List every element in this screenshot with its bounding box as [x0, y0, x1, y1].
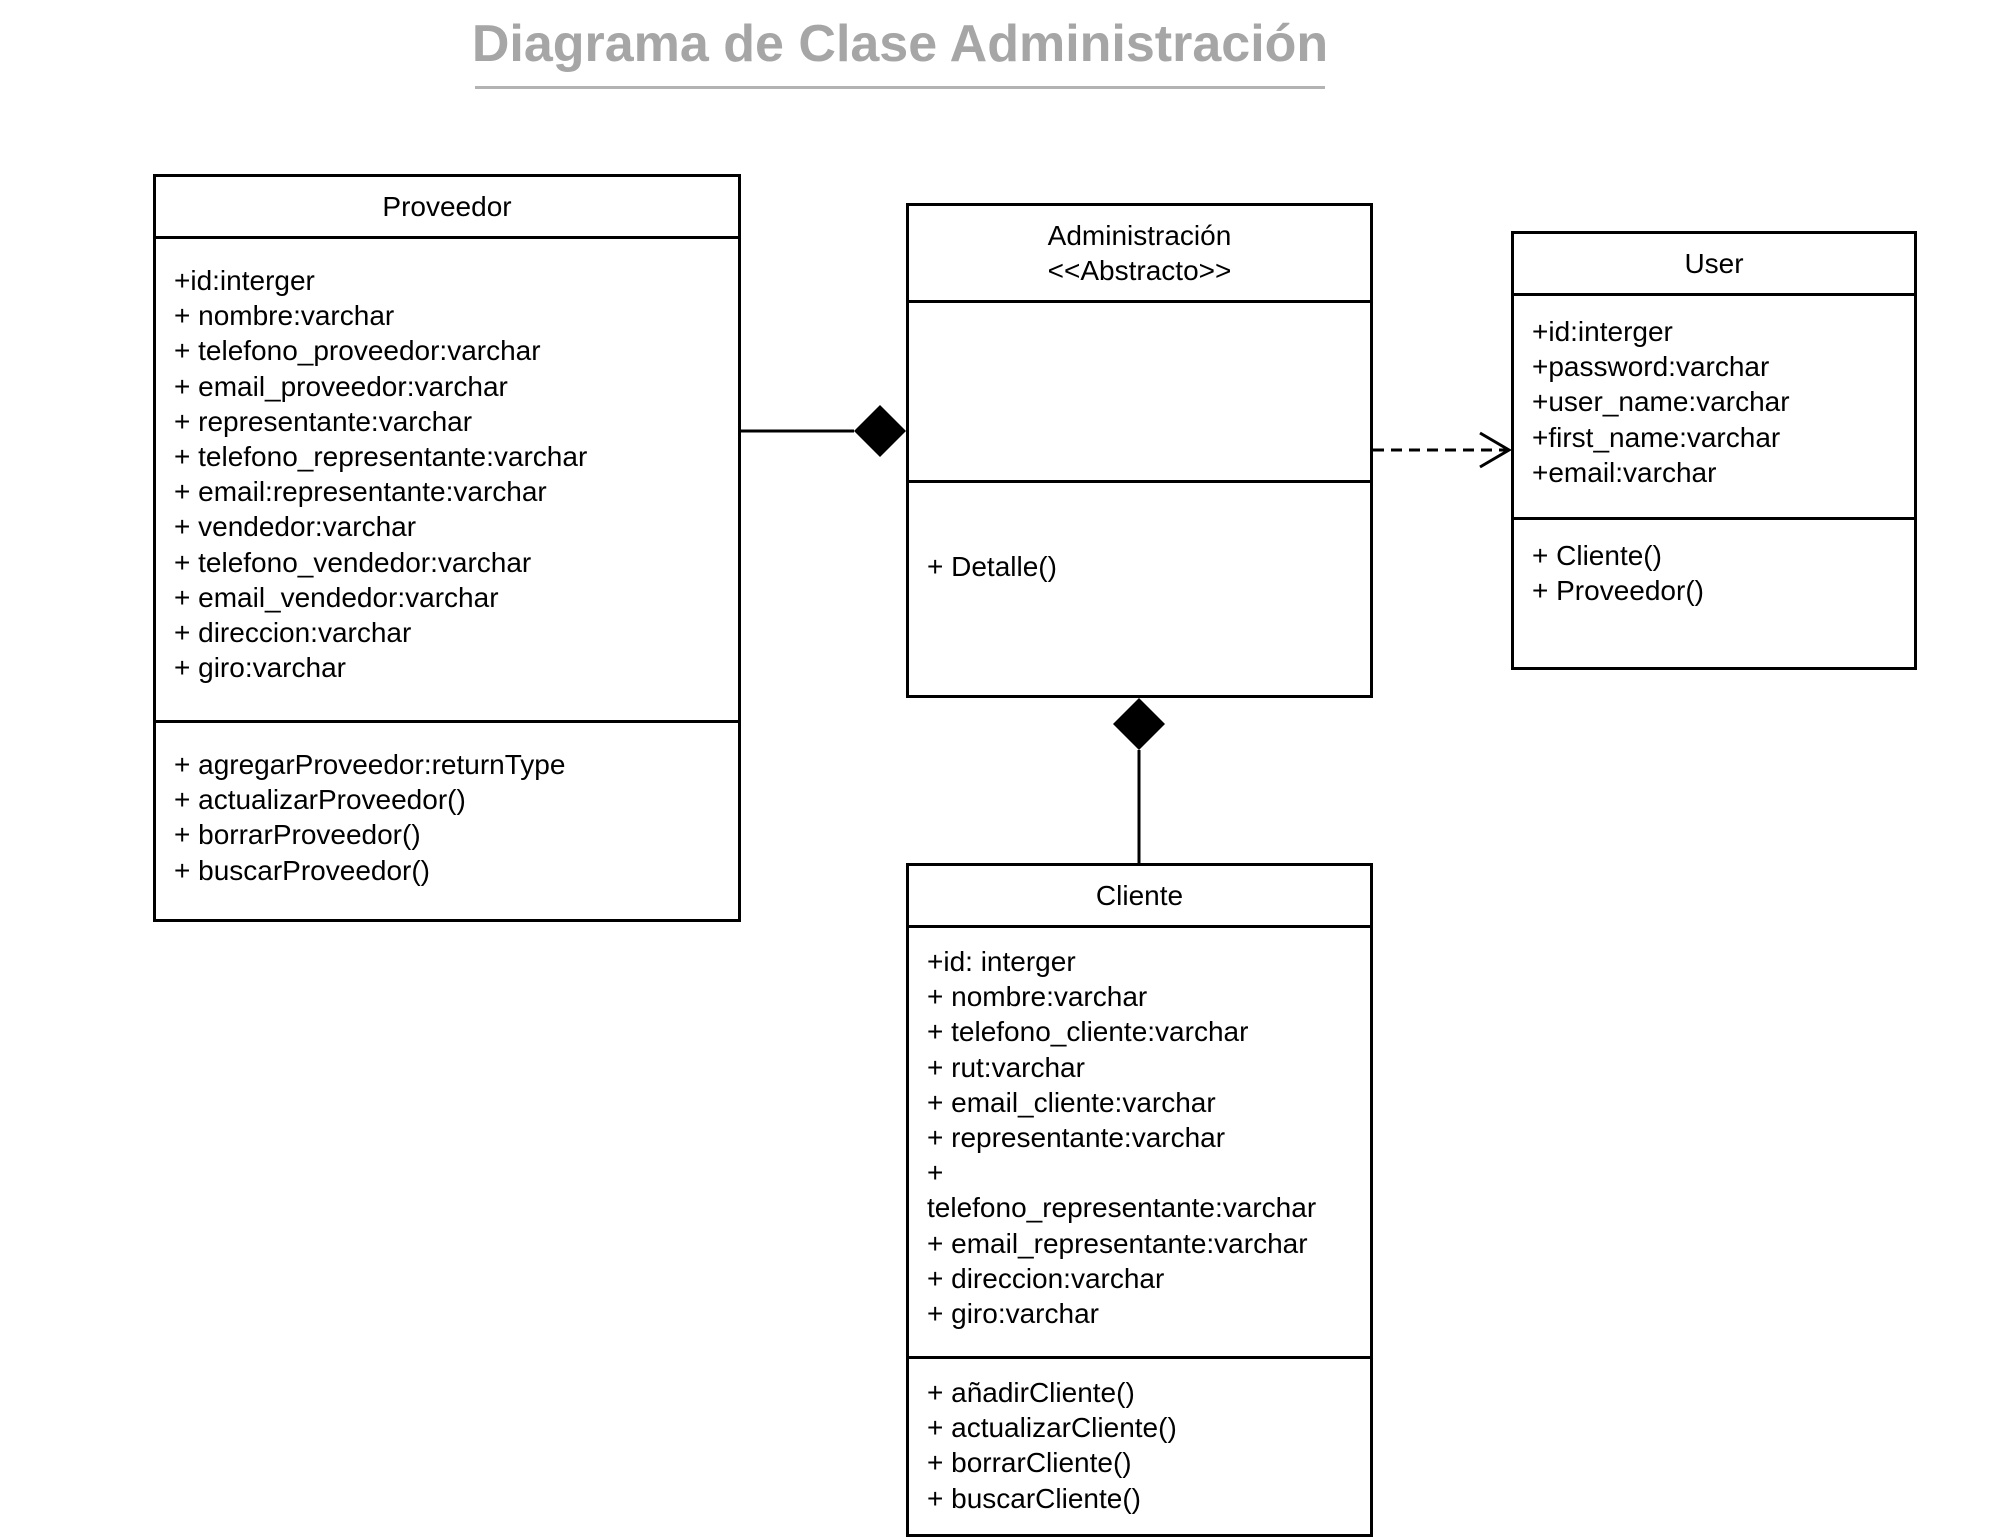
attribute: + email:representante:varchar: [174, 476, 547, 508]
method: + Detalle(): [927, 551, 1057, 582]
attribute: +first_name:varchar: [1532, 421, 1781, 453]
attribute: + representante:varchar: [174, 405, 473, 437]
attribute: + rut:varchar: [927, 1051, 1085, 1083]
class-cliente-methods: + añadirCliente() + actualizarCliente() …: [909, 1359, 1370, 1516]
class-user-methods: + Cliente() + Proveedor(): [1514, 520, 1914, 608]
attribute: +id:interger: [1532, 316, 1673, 347]
diagram-title: Diagrama de Clase Administración: [471, 15, 1329, 73]
attribute: + representante:varchar: [927, 1122, 1226, 1154]
dependency-administracion-user[interactable]: [1373, 431, 1512, 469]
attribute: + email_vendedor:varchar: [174, 581, 499, 613]
attribute: +id: interger: [927, 946, 1076, 977]
attribute: +user_name:varchar: [1532, 386, 1790, 418]
composition-diamond-icon: [1113, 698, 1165, 750]
attribute: + telefono_cliente:varchar: [927, 1016, 1249, 1048]
attribute: + email_cliente:varchar: [927, 1086, 1216, 1118]
attribute: + nombre:varchar: [174, 300, 395, 332]
attribute: + email_proveedor:varchar: [174, 370, 508, 402]
method: + agregarProveedor:returnType: [174, 749, 566, 780]
class-administracion-name: Administración: [1047, 220, 1232, 251]
attribute: + telefono_vendedor:varchar: [174, 546, 532, 578]
class-cliente-name: Cliente: [1095, 880, 1184, 911]
class-administracion-stereotype: <<Abstracto>>: [1047, 255, 1232, 286]
class-cliente[interactable]: Cliente +id: interger + nombre:varchar +…: [906, 863, 1373, 1537]
attribute: + giro:varchar: [174, 652, 346, 684]
class-cliente-header: Cliente: [909, 866, 1370, 928]
attribute: +: [927, 1157, 944, 1189]
method: + actualizarCliente(): [927, 1412, 1177, 1444]
class-administracion[interactable]: Administración <<Abstracto>> + Detalle(): [906, 203, 1373, 698]
attribute: + direccion:varchar: [174, 617, 412, 649]
class-user[interactable]: User +id:interger +password:varchar +use…: [1511, 231, 1917, 670]
attribute: + giro:varchar: [927, 1298, 1099, 1330]
class-administracion-header: Administración <<Abstracto>>: [909, 206, 1370, 303]
method: + buscarProveedor(): [174, 854, 431, 886]
class-proveedor-header: Proveedor: [156, 177, 738, 239]
attribute: + telefono_representante:varchar: [174, 441, 588, 473]
method: + borrarCliente(): [927, 1447, 1132, 1479]
method: + Proveedor(): [1532, 575, 1704, 607]
composition-diamond-icon: [854, 405, 906, 457]
attribute: + nombre:varchar: [927, 981, 1148, 1013]
class-proveedor-attributes: +id:interger + nombre:varchar + telefono…: [156, 239, 738, 723]
title-underline: [475, 86, 1325, 89]
class-proveedor-name: Proveedor: [382, 191, 512, 222]
attribute: + vendedor:varchar: [174, 511, 417, 543]
class-user-name: User: [1684, 248, 1744, 279]
class-administracion-attributes: [909, 303, 1370, 483]
attribute: +password:varchar: [1532, 351, 1770, 383]
method: + añadirCliente(): [927, 1377, 1135, 1408]
class-proveedor-methods: + agregarProveedor:returnType + actualiz…: [156, 723, 738, 888]
method: + Cliente(): [1532, 540, 1662, 571]
class-administracion-methods: + Detalle(): [909, 483, 1370, 584]
class-proveedor[interactable]: Proveedor +id:interger + nombre:varchar …: [153, 174, 741, 922]
class-user-header: User: [1514, 234, 1914, 296]
method: + buscarCliente(): [927, 1482, 1141, 1514]
attribute: + email_representante:varchar: [927, 1227, 1308, 1259]
open-arrowhead-icon: [1479, 431, 1512, 469]
method: + borrarProveedor(): [174, 819, 421, 851]
class-user-attributes: +id:interger +password:varchar +user_nam…: [1514, 296, 1914, 520]
class-cliente-attributes: +id: interger + nombre:varchar + telefon…: [909, 928, 1370, 1359]
attribute: + telefono_proveedor:varchar: [174, 335, 541, 367]
attribute: +id:interger: [174, 265, 315, 296]
attribute: telefono_representante:varchar: [927, 1192, 1317, 1224]
attribute: +email:varchar: [1532, 456, 1717, 488]
composition-proveedor-administracion[interactable]: [741, 405, 906, 457]
attribute: + direccion:varchar: [927, 1262, 1165, 1294]
composition-cliente-administracion[interactable]: [1113, 698, 1165, 863]
method: + actualizarProveedor(): [174, 784, 466, 816]
